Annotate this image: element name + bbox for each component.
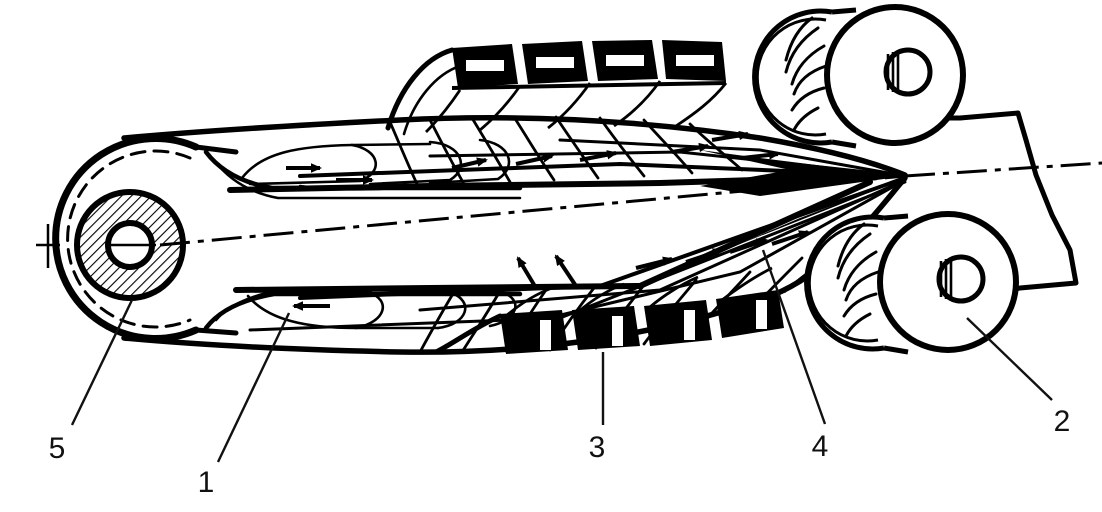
leader-5 (70, 299, 134, 426)
convergence-tip (700, 150, 905, 248)
outer-rim-arc (52, 135, 200, 342)
lower-segment-blocks (433, 256, 829, 355)
lower-roller-wheel (804, 211, 1019, 355)
callout-leader-lines (70, 249, 1053, 463)
segment-block (592, 40, 658, 81)
inner-dashed-arc (66, 149, 192, 329)
callout-label-1: 1 (198, 466, 215, 499)
callout-label-4: 4 (812, 430, 829, 463)
segment-block (662, 40, 726, 81)
upper-flow-arrows (286, 130, 780, 185)
callout-label-5: 5 (49, 432, 66, 465)
leader-2 (966, 317, 1053, 401)
segment-block (572, 306, 640, 350)
leader-4 (761, 249, 827, 425)
upper-segment-blocks (385, 40, 728, 136)
segment-block (452, 44, 518, 88)
axis-centerline (159, 161, 1102, 247)
leader-1 (216, 312, 291, 463)
lower-flow-arrows (292, 230, 810, 311)
segment-block (644, 300, 712, 346)
segment-block (500, 310, 568, 354)
callout-label-3: 3 (589, 431, 606, 464)
left-end-assembly (36, 135, 239, 342)
callout-labels: 5 1 3 4 2 (49, 405, 1071, 499)
segment-block (522, 41, 588, 84)
segment-block (716, 290, 784, 338)
callout-label-2: 2 (1054, 405, 1071, 438)
upper-roller-wheel (752, 4, 966, 149)
